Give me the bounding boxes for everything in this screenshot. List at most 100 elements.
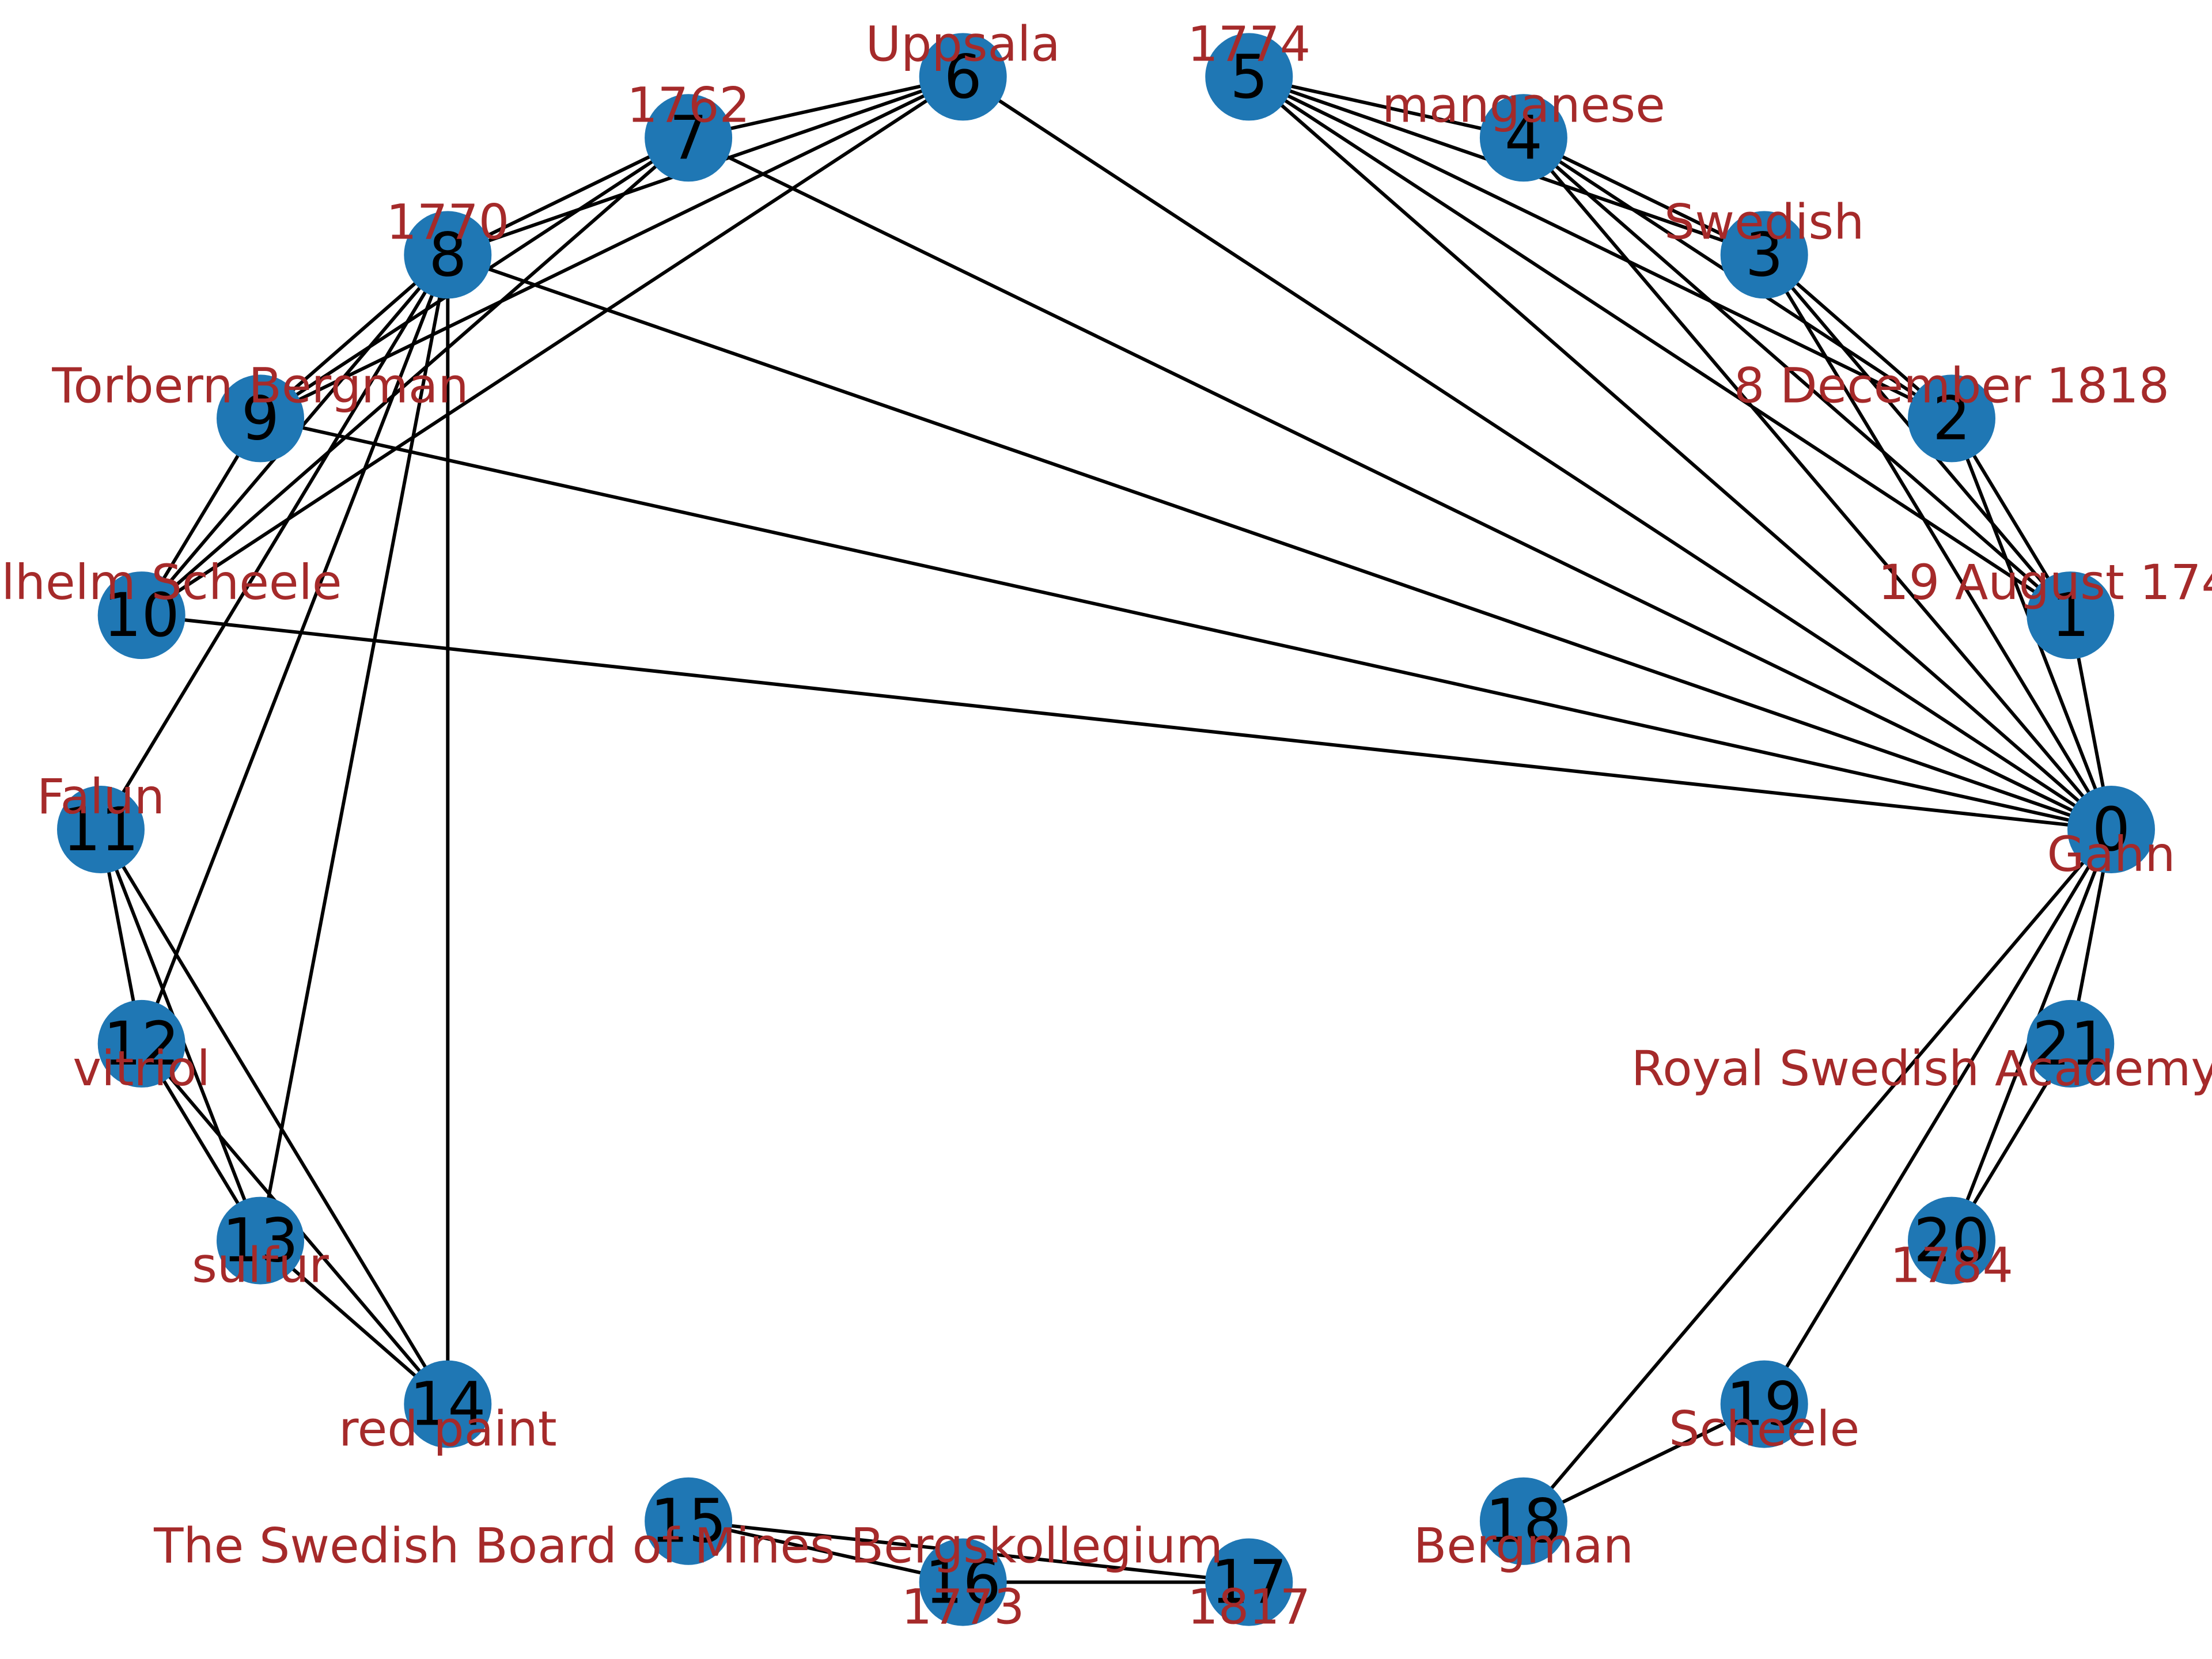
node-label-6: Uppsala — [866, 16, 1060, 72]
node-16: 16 — [919, 1538, 1007, 1626]
node-circle-7 — [645, 94, 733, 182]
node-circle-19 — [1720, 1360, 1808, 1448]
node-2: 2 — [1908, 374, 1995, 463]
node-label-18: Bergman — [1414, 1518, 1634, 1574]
node-circle-14 — [404, 1360, 492, 1448]
node-id-text-13: 13 — [222, 1206, 298, 1276]
edge-0-18 — [1522, 828, 2113, 1522]
edge-3-4 — [1522, 136, 1766, 257]
node-circle-4 — [1479, 94, 1567, 182]
node-id-text-6: 6 — [944, 41, 982, 112]
node-5: 5 — [1205, 33, 1293, 121]
edge-7-10 — [140, 137, 690, 617]
node-label-16: 1773 — [902, 1579, 1025, 1635]
node-9: 9 — [217, 374, 304, 463]
node-18: 18 — [1479, 1477, 1567, 1565]
node-circle-21 — [2027, 999, 2115, 1088]
node-label-0: Gahn — [2047, 826, 2175, 882]
node-3: 3 — [1720, 211, 1808, 299]
node-circle-20 — [1908, 1196, 1995, 1285]
node-7: 7 — [645, 94, 733, 182]
node-circle-12 — [97, 999, 185, 1088]
node-id-text-4: 4 — [1505, 103, 1543, 173]
node-label-11: Falun — [37, 768, 165, 825]
edge-0-3 — [1763, 253, 2113, 831]
node-circle-1 — [2027, 571, 2115, 660]
node-id-text-17: 17 — [1211, 1547, 1287, 1618]
edge-0-19 — [1763, 828, 2113, 1406]
edge-7-8 — [446, 136, 690, 257]
node-21: 21 — [2027, 999, 2115, 1088]
node-label-21: Royal Swedish Academy of Sciences — [1631, 1040, 2212, 1097]
node-1: 1 — [2027, 571, 2115, 660]
node-circle-8 — [404, 211, 492, 299]
edges-layer — [99, 75, 2113, 1584]
node-label-13: sulfur — [192, 1237, 329, 1294]
node-label-9: Torbern Bergman — [51, 357, 468, 414]
node-10: 10 — [97, 571, 185, 660]
node-4: 4 — [1479, 94, 1567, 182]
node-label-12: vitriol — [73, 1040, 210, 1097]
edge-0-6 — [962, 75, 2112, 831]
node-circle-3 — [1720, 211, 1808, 299]
node-20: 20 — [1908, 1196, 1995, 1285]
node-circle-2 — [1908, 374, 1995, 463]
node-id-text-7: 7 — [669, 103, 707, 173]
node-circle-13 — [217, 1196, 304, 1285]
node-14: 14 — [404, 1360, 492, 1448]
edge-15-16 — [688, 1519, 964, 1584]
node-15: 15 — [645, 1477, 733, 1565]
node-circle-17 — [1205, 1538, 1293, 1626]
edge-6-7 — [688, 75, 964, 140]
node-label-10: Wilhelm Scheele — [0, 554, 342, 611]
node-label-1: 19 August 1745 — [1878, 554, 2212, 611]
node-17: 17 — [1205, 1538, 1293, 1626]
node-label-5: 1774 — [1187, 16, 1310, 72]
node-id-text-21: 21 — [2032, 1009, 2108, 1079]
edge-0-8 — [447, 253, 2112, 831]
node-13: 13 — [217, 1196, 304, 1285]
node-label-2: 8 December 1818 — [1734, 357, 2169, 414]
node-id-text-12: 12 — [104, 1009, 180, 1079]
node-label-19: Scheele — [1669, 1401, 1859, 1457]
node-11: 11 — [57, 786, 145, 873]
edge-0-9 — [260, 416, 2112, 831]
edge-0-4 — [1522, 137, 2113, 831]
edge-8-13 — [259, 254, 450, 1241]
node-label-3: Swedish — [1664, 194, 1864, 250]
edge-0-7 — [687, 136, 2112, 831]
edge-11-14 — [99, 828, 449, 1406]
node-id-text-14: 14 — [410, 1369, 486, 1440]
node-circle-9 — [217, 374, 304, 463]
node-circle-6 — [919, 33, 1007, 121]
node-id-text-15: 15 — [650, 1486, 726, 1556]
node-circle-11 — [57, 786, 145, 873]
node-circle-18 — [1479, 1477, 1567, 1565]
edge-6-10 — [141, 75, 964, 617]
node-label-17: 1817 — [1187, 1579, 1310, 1635]
edge-1-5 — [1248, 75, 2071, 617]
node-label-15: The Swedish Board of Mines Bergskollegiu… — [153, 1518, 1223, 1574]
edge-0-5 — [1248, 75, 2112, 831]
node-circle-16 — [919, 1538, 1007, 1626]
node-label-14: red paint — [339, 1401, 557, 1457]
node-id-text-5: 5 — [1230, 41, 1268, 112]
node-circle-10 — [97, 571, 185, 660]
edge-6-9 — [259, 75, 964, 421]
node-id-text-10: 10 — [104, 580, 180, 650]
node-8: 8 — [404, 211, 492, 299]
node-id-text-2: 2 — [1933, 383, 1971, 453]
node-label-7: 1762 — [627, 77, 750, 133]
node-id-text-16: 16 — [925, 1547, 1001, 1618]
node-circle-0 — [2067, 786, 2155, 873]
edge-0-10 — [141, 613, 2112, 831]
edge-8-12 — [139, 254, 450, 1044]
node-id-text-1: 1 — [2051, 580, 2089, 650]
node-id-text-0: 0 — [2092, 794, 2130, 865]
node-circle-15 — [645, 1477, 733, 1565]
labels-layer: Gahn 19 August 1745 8 December 1818 Swedish… — [0, 16, 2212, 1635]
node-id-text-9: 9 — [241, 383, 279, 453]
node-id-text-19: 19 — [1726, 1369, 1802, 1440]
node-12: 12 — [97, 999, 185, 1088]
